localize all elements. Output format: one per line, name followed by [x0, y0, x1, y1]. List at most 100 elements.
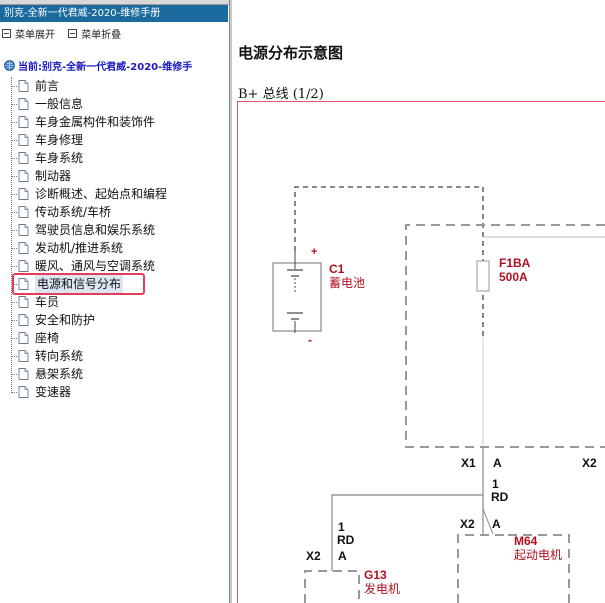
- battery-dashed-lead: [294, 186, 484, 337]
- battery-minus: -: [308, 333, 312, 347]
- sidebar-item[interactable]: 电源和信号分布: [11, 275, 124, 293]
- sidebar-item-label: 传动系统/车桥: [35, 205, 112, 219]
- sidebar-item[interactable]: 发动机/推进系统: [11, 239, 123, 257]
- sidebar-item-label: 车员: [35, 295, 60, 309]
- document-icon: [18, 386, 29, 398]
- tree-connector: [11, 373, 17, 375]
- battery-box: [272, 262, 322, 332]
- sidebar-item[interactable]: 传动系统/车桥: [11, 203, 111, 221]
- sidebar-item-label: 座椅: [35, 331, 60, 345]
- diagram-subtitle: B+ 总线 (1/2): [238, 87, 324, 102]
- sidebar-item[interactable]: 一般信息: [11, 95, 83, 113]
- tree-connector: [11, 175, 17, 177]
- document-icon: [18, 296, 29, 308]
- document-icon: [18, 98, 29, 110]
- current-location-text: 当前:别克-全新一代君威-2020-维修手: [18, 62, 193, 73]
- sidebar-item-label: 电源和信号分布: [35, 275, 124, 293]
- sidebar-item-label: 发动机/推进系统: [35, 241, 124, 255]
- top-strip: [0, 0, 229, 5]
- battery-id: C1: [329, 262, 345, 276]
- document-icon: [18, 368, 29, 380]
- generator-id: G13: [364, 568, 387, 582]
- sidebar-item-label: 前言: [35, 79, 60, 93]
- sidebar-item[interactable]: 诊断概述、起始点和编程: [11, 185, 167, 203]
- wire1-color: RD: [491, 490, 509, 504]
- sidebar-item[interactable]: 变速器: [11, 383, 71, 401]
- content-pane: 电源分布示意图 B+ 总线 (1/2) + - C1 蓄电池 F1BA 500A: [232, 0, 605, 603]
- wire1-number: 1: [492, 477, 499, 491]
- starter-id: M64: [514, 534, 538, 548]
- sidebar-item[interactable]: 悬架系统: [11, 365, 83, 383]
- battery-name: 蓄电池: [329, 276, 365, 290]
- tree-connector: [11, 391, 17, 393]
- sidebar-item-label: 车身修理: [35, 133, 84, 147]
- wire2-number: 1: [338, 520, 345, 534]
- sidebar-item-label: 诊断概述、起始点和编程: [35, 187, 168, 201]
- pane-divider[interactable]: [229, 0, 233, 603]
- tree-connector: [11, 157, 17, 159]
- navigation-pane: 别克-全新一代君威-2020-维修手册 菜单展开 菜单折叠 当前:别克-全新一代…: [0, 0, 229, 603]
- starter-outline: [457, 534, 570, 603]
- sidebar-item[interactable]: 安全和防护: [11, 311, 95, 329]
- page-title: 电源分布示意图: [238, 44, 344, 62]
- document-icon: [18, 152, 29, 164]
- sidebar-item[interactable]: 转向系统: [11, 347, 83, 365]
- tree-connector: [11, 121, 17, 123]
- sidebar-item[interactable]: 驾驶员信息和娱乐系统: [11, 221, 155, 239]
- sidebar-item-label: 安全和防护: [35, 313, 96, 327]
- wiring-diagram: + - C1 蓄电池 F1BA 500A X1 A X2 1 RD X2 A M…: [237, 101, 605, 603]
- generator-name: 发电机: [364, 581, 400, 596]
- sidebar-item[interactable]: 暖风、通风与空调系统: [11, 257, 155, 275]
- document-icon: [18, 80, 29, 92]
- expand-icon: [2, 29, 11, 38]
- sidebar-item[interactable]: 车身系统: [11, 149, 83, 167]
- fuse-f1ba: [476, 260, 490, 292]
- wire-x1-to-m64-branch: [482, 508, 494, 535]
- tree-connector: [11, 103, 17, 105]
- tree-connector: [11, 337, 17, 339]
- tree-connector: [11, 283, 17, 285]
- sidebar-item[interactable]: 制动器: [11, 167, 71, 185]
- current-location[interactable]: 当前:别克-全新一代君威-2020-维修手: [4, 58, 229, 73]
- document-icon: [18, 206, 29, 218]
- document-icon: [18, 260, 29, 272]
- diagram-border: [237, 101, 605, 603]
- document-icon: [18, 332, 29, 344]
- x1-pin: A: [493, 456, 502, 470]
- wire-to-generator: [331, 494, 483, 571]
- globe-icon: [4, 60, 15, 71]
- tree-connector: [11, 247, 17, 249]
- sidebar-title: 别克-全新一代君威-2020-维修手册: [0, 5, 228, 22]
- sidebar-item-label: 一般信息: [35, 97, 84, 111]
- sidebar-item-label: 暖风、通风与空调系统: [35, 259, 156, 273]
- sidebar-item-label: 悬架系统: [35, 367, 84, 381]
- fuse-rating: 500A: [499, 270, 528, 284]
- menu-expand-label: 菜单展开: [15, 30, 55, 41]
- document-icon: [18, 314, 29, 326]
- sidebar-item-label: 制动器: [35, 169, 72, 183]
- tree-connector: [11, 193, 17, 195]
- sidebar-item-label: 驾驶员信息和娱乐系统: [35, 223, 156, 237]
- tree-line: [11, 77, 12, 393]
- sidebar-item[interactable]: 前言: [11, 77, 59, 95]
- sidebar-item[interactable]: 车身修理: [11, 131, 83, 149]
- generator-outline: [304, 570, 360, 603]
- tree-connector: [11, 85, 17, 87]
- sidebar-item[interactable]: 座椅: [11, 329, 59, 347]
- wire2-color: RD: [337, 533, 355, 547]
- fuse-id: F1BA: [499, 256, 531, 270]
- collapse-icon: [68, 29, 78, 38]
- sidebar-item[interactable]: 车员: [11, 293, 59, 311]
- menu-collapse-button[interactable]: 菜单折叠: [68, 26, 121, 41]
- document-icon: [18, 116, 29, 128]
- tree-connector: [11, 319, 17, 321]
- tree-connector: [11, 355, 17, 357]
- document-icon: [18, 170, 29, 182]
- tree-connector: [11, 211, 17, 213]
- document-icon: [18, 278, 29, 290]
- x2-right-label: X2: [582, 456, 597, 470]
- sidebar-item[interactable]: 车身金属构件和装饰件: [11, 113, 155, 131]
- menu-expand-button[interactable]: 菜单展开: [2, 26, 55, 41]
- x2-m64-label: X2: [460, 517, 475, 531]
- menu-collapse-label: 菜单折叠: [81, 30, 122, 41]
